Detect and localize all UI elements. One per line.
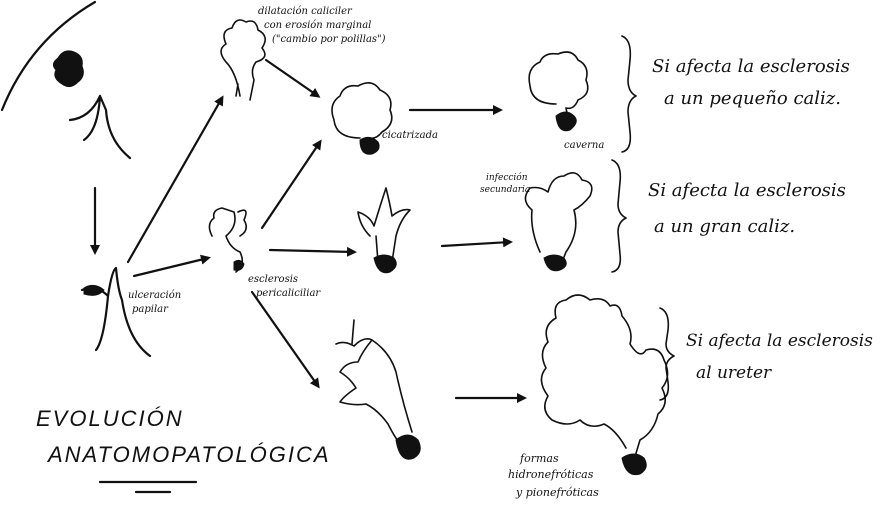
svg-text:al ureter: al ureter: [696, 363, 772, 383]
pyramid-blob: [53, 51, 83, 87]
stenosed-mark: [374, 255, 396, 273]
svg-text:a un pequeño caliz.: a un pequeño caliz.: [664, 88, 841, 109]
arrow-to-esclerosis: [134, 258, 208, 276]
note-pequeno-caliz: Si afecta la esclerosis a un pequeño cal…: [652, 56, 850, 109]
svg-text:y pionefróticas: y pionefróticas: [515, 486, 599, 499]
svg-text:formas: formas: [519, 452, 559, 465]
arrow-to-infeccion: [442, 242, 510, 246]
arrow-dilatacion-to-cicatrizada: [266, 60, 318, 96]
label-cicatrizada: cicatrizada: [382, 130, 438, 141]
arrow-to-ureter-branch: [252, 292, 318, 386]
label-caverna: caverna: [564, 140, 604, 151]
svg-text:pericaliciliar: pericaliciliar: [256, 288, 321, 299]
stenosed-calyx-shape: [358, 188, 410, 262]
svg-text:Si afecta la esclerosis: Si afecta la esclerosis: [652, 56, 850, 77]
arrow-to-dilatacion: [128, 98, 222, 262]
arrow-to-small-stenosis: [270, 250, 354, 252]
ureter-mark: [396, 435, 420, 459]
brace-pequeno: [622, 36, 636, 152]
svg-text:Si afecta la esclerosis: Si afecta la esclerosis: [686, 331, 873, 351]
label-ulceracion: ulceración papilar: [128, 290, 181, 315]
label-formas: formas hidronefróticas y pionefróticas: [508, 452, 599, 499]
svg-text:dilatación caliciler: dilatación caliciler: [258, 6, 353, 17]
title-line-2: ANATOMOPATOLÓGICA: [46, 442, 331, 467]
hydronephrotic-kidney-shape: [541, 295, 667, 460]
svg-text:secundaria: secundaria: [480, 185, 530, 195]
svg-text:Si afecta la esclerosis: Si afecta la esclerosis: [648, 180, 846, 201]
dilated-calyx-shape: [221, 20, 265, 100]
svg-text:con erosión marginal: con erosión marginal: [264, 20, 371, 31]
caverna-shape: [529, 52, 588, 118]
note-ureter: Si afecta la esclerosis al ureter: [686, 331, 873, 383]
note-gran-caliz: Si afecta la esclerosis a un gran caliz.: [648, 180, 846, 237]
cicatrized-mark: [360, 137, 379, 154]
sclerosis-mark: [234, 260, 244, 270]
normal-calyx-shape: [70, 96, 130, 158]
svg-text:esclerosis: esclerosis: [248, 274, 298, 285]
kidney-contour: [2, 2, 95, 110]
label-dilatacion: dilatación caliciler con erosión margina…: [258, 6, 386, 45]
hydro-mark: [622, 454, 646, 475]
svg-text:infección: infección: [486, 172, 528, 183]
svg-text:("cambio por polillas"): ("cambio por polillas"): [272, 34, 386, 45]
label-esclerosis: esclerosis pericaliciliar: [248, 274, 321, 299]
svg-text:hidronefróticas: hidronefróticas: [508, 468, 594, 481]
title-line-1: EVOLUCIÓN: [36, 406, 184, 431]
svg-text:a un gran caliz.: a un gran caliz.: [654, 216, 795, 237]
arrow-to-cicatrizada: [262, 142, 320, 228]
infected-mark: [544, 255, 566, 271]
ureter-branches-shape: [336, 320, 412, 444]
brace-gran: [612, 160, 626, 272]
infected-calyx-shape: [525, 173, 591, 262]
ulcer-mark: [84, 285, 104, 295]
svg-text:papilar: papilar: [132, 304, 169, 315]
svg-text:ulceración: ulceración: [128, 290, 181, 301]
caverna-mark: [556, 112, 576, 131]
label-infeccion: infección secundaria: [480, 172, 530, 195]
